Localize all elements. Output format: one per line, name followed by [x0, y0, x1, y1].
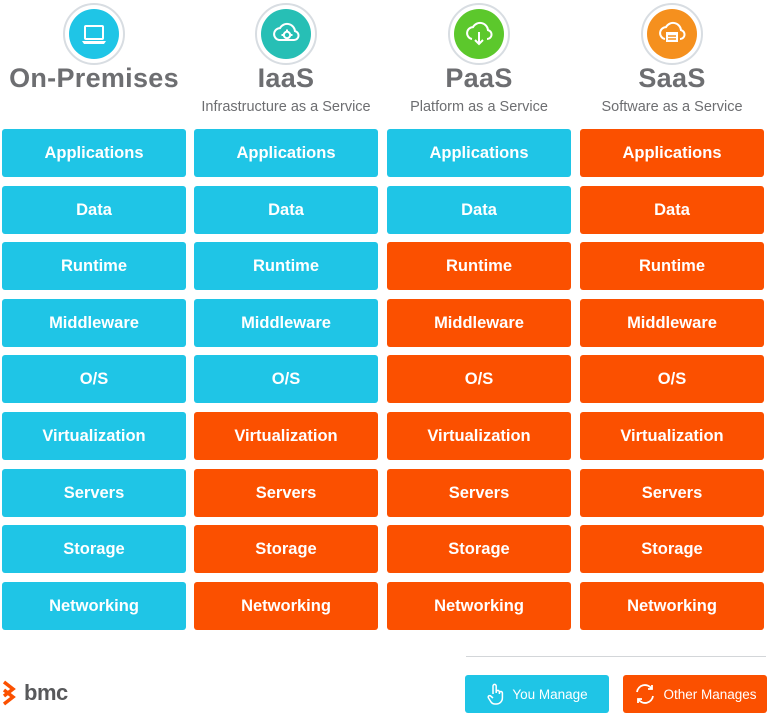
stack-cell-o-s: O/S — [194, 355, 378, 403]
cloud-gear-icon — [273, 22, 300, 42]
stack-cell-networking: Networking — [2, 582, 186, 630]
stack-cell-runtime: Runtime — [194, 242, 378, 290]
stack-cell-middleware: Middleware — [580, 299, 764, 347]
stack-cell-networking: Networking — [387, 582, 571, 630]
stack-cell-o-s: O/S — [387, 355, 571, 403]
column-title: On-Premises — [9, 63, 179, 93]
stack-cell-virtualization: Virtualization — [387, 412, 571, 460]
stack-cell-applications: Applications — [194, 129, 378, 177]
legend-you-manage: You Manage — [465, 675, 609, 713]
stack-cell-virtualization: Virtualization — [2, 412, 186, 460]
cloud-gear-icon-badge — [255, 3, 317, 65]
stack-cell-networking: Networking — [194, 582, 378, 630]
stack-cell-runtime: Runtime — [2, 242, 186, 290]
legend-other-manages: Other Manages — [623, 675, 767, 713]
stack-cell-servers: Servers — [2, 469, 186, 517]
legend-other-manages-label: Other Manages — [663, 686, 757, 702]
refresh-cycle-icon — [636, 684, 655, 704]
stack-cell-o-s: O/S — [580, 355, 764, 403]
stack-cell-servers: Servers — [580, 469, 764, 517]
hand-pointer-icon — [487, 683, 504, 705]
cloud-window-icon — [659, 21, 686, 42]
cloud-download-icon-badge — [448, 3, 510, 65]
stack-cell-o-s: O/S — [2, 355, 186, 403]
legend-you-manage-label: You Manage — [512, 686, 588, 702]
column-title: SaaS — [638, 63, 706, 93]
stack-cell-storage: Storage — [194, 525, 378, 573]
stack-cell-applications: Applications — [387, 129, 571, 177]
stack-cell-middleware: Middleware — [387, 299, 571, 347]
cloud-window-icon-badge — [641, 3, 703, 65]
stack-cell-servers: Servers — [194, 469, 378, 517]
stack-cell-runtime: Runtime — [387, 242, 571, 290]
stack-cell-data: Data — [580, 186, 764, 234]
column-title: IaaS — [257, 63, 315, 93]
logo-text: bmc — [24, 680, 68, 705]
cloud-download-icon — [466, 21, 493, 46]
laptop-icon — [82, 25, 106, 44]
stack-cell-middleware: Middleware — [2, 299, 186, 347]
stack-cell-servers: Servers — [387, 469, 571, 517]
stack-cell-data: Data — [194, 186, 378, 234]
legend-divider — [466, 656, 766, 657]
stack-cell-applications: Applications — [2, 129, 186, 177]
stack-cell-networking: Networking — [580, 582, 764, 630]
column-subtitle: Software as a Service — [601, 99, 743, 115]
laptop-icon-badge — [63, 3, 125, 65]
stack-cell-middleware: Middleware — [194, 299, 378, 347]
stack-cell-storage: Storage — [2, 525, 186, 573]
column-subtitle: Infrastructure as a Service — [201, 99, 371, 115]
stack-cell-applications: Applications — [580, 129, 764, 177]
stack-cell-virtualization: Virtualization — [194, 412, 378, 460]
stack-cell-virtualization: Virtualization — [580, 412, 764, 460]
stack-cell-data: Data — [2, 186, 186, 234]
stack-cell-storage: Storage — [580, 525, 764, 573]
bmc-logo: bmc — [2, 680, 68, 706]
column-title: PaaS — [445, 63, 513, 93]
stack-cell-storage: Storage — [387, 525, 571, 573]
stack-cell-runtime: Runtime — [580, 242, 764, 290]
column-subtitle: Platform as a Service — [410, 99, 548, 115]
stack-cell-data: Data — [387, 186, 571, 234]
bmc-chevron-logo-icon — [2, 680, 16, 706]
